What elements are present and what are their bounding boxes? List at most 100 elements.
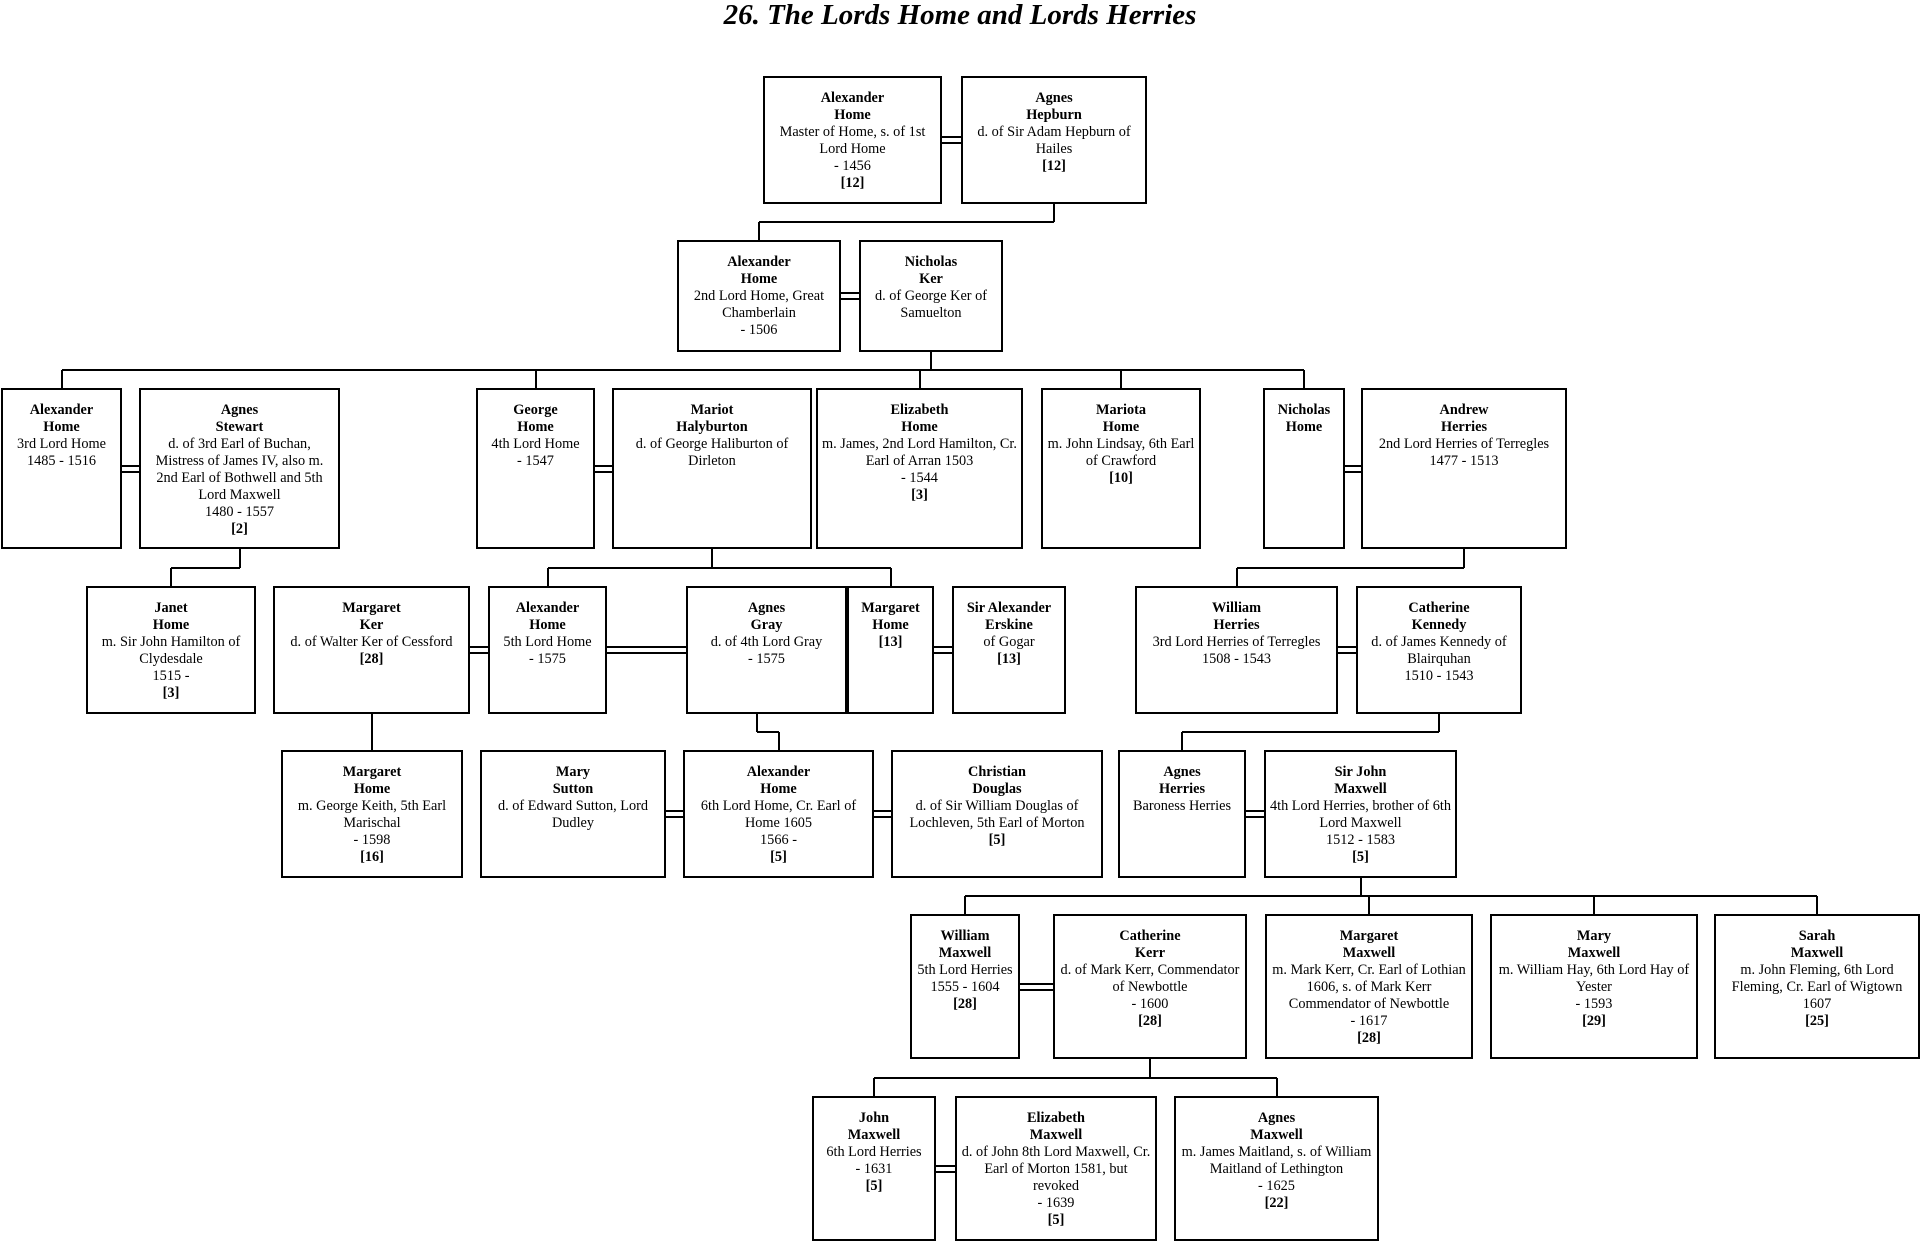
- person-given-name: Agnes: [1035, 90, 1073, 106]
- person-surname: Erskine: [985, 617, 1033, 633]
- person-dates: 1555 - 1604: [930, 979, 1000, 995]
- person-description: 4th Lord Herries, brother of 6th Lord Ma…: [1269, 798, 1452, 831]
- person-given-name: Agnes: [747, 600, 786, 616]
- person-description: d. of 4th Lord Gray: [710, 634, 823, 650]
- person-dates: 1607: [1802, 996, 1832, 1012]
- person-given-name: John: [858, 1110, 890, 1126]
- person-chart-ref: [3]: [911, 487, 928, 503]
- person-given-name: Sarah: [1798, 928, 1836, 944]
- person-description: d. of Sir William Douglas of Lochleven, …: [909, 798, 1085, 831]
- person-given-name: Alexander: [29, 402, 94, 418]
- person-surname: Ker: [359, 617, 384, 633]
- person-dates: 1512 - 1583: [1325, 832, 1396, 848]
- person-description: of Gogar: [983, 634, 1035, 650]
- person-surname: Maxwell: [1250, 1127, 1303, 1143]
- person-surname: Halyburton: [676, 419, 748, 435]
- person-surname: Maxwell: [1567, 945, 1621, 961]
- person-description: m. Sir John Hamilton of Clydesdale: [101, 634, 241, 667]
- person-surname: Maxwell: [1342, 945, 1396, 961]
- person-given-name: Margaret: [861, 600, 920, 616]
- person-surname: Home: [872, 617, 909, 633]
- person-dates: 1510 - 1543: [1404, 668, 1474, 684]
- person-surname: Douglas: [972, 781, 1022, 797]
- person-chart-ref: [25]: [1805, 1013, 1829, 1029]
- person-surname: Home: [353, 781, 391, 797]
- person-dates: - 1625: [1258, 1178, 1295, 1194]
- person-description: d. of Mark Kerr, Commendator of Newbottl…: [1060, 962, 1240, 995]
- person-given-name: Sir Alexander: [966, 600, 1052, 616]
- person-dates: - 1575: [748, 651, 785, 667]
- person-chart-ref: [29]: [1582, 1013, 1606, 1029]
- person-given-name: Catherine: [1408, 600, 1470, 616]
- person-surname: Herries: [1213, 617, 1260, 633]
- person-surname: Home: [834, 107, 871, 123]
- person-given-name: George: [513, 402, 558, 418]
- person-chart-ref: [5]: [1352, 849, 1369, 865]
- person-description: 4th Lord Home: [491, 436, 580, 452]
- person-dates: - 1547: [517, 453, 554, 469]
- person-chart-ref: [10]: [1109, 470, 1133, 486]
- person-surname: Home: [901, 419, 938, 435]
- person-surname: Home: [1285, 419, 1323, 435]
- person-given-name: Alexander: [820, 90, 885, 106]
- person-dates: - 1544: [901, 470, 938, 486]
- person-given-name: William: [940, 928, 990, 944]
- person-description: d. of John 8th Lord Maxwell, Cr. Earl of…: [961, 1144, 1151, 1194]
- person-dates: - 1575: [529, 651, 566, 667]
- person-dates: 1485 - 1516: [26, 453, 97, 469]
- person-surname: Maxwell: [1334, 781, 1387, 797]
- person-dates: 1480 - 1557: [204, 504, 275, 520]
- person-description: 2nd Lord Herries of Terregles: [1378, 436, 1550, 452]
- person-surname: Sutton: [552, 781, 594, 797]
- person-given-name: Andrew: [1439, 402, 1489, 418]
- person-description: 3rd Lord Herries of Terregles: [1152, 634, 1321, 650]
- person-description: m. George Keith, 5th Earl Marischal: [297, 798, 447, 831]
- person-dates: 1508 - 1543: [1201, 651, 1272, 667]
- person-given-name: Agnes: [1257, 1110, 1296, 1126]
- person-given-name: Alexander: [746, 764, 811, 780]
- person-surname: Herries: [1158, 781, 1206, 797]
- person-description: Master of Home, s. of 1st Lord Home: [779, 124, 926, 157]
- person-surname: Herries: [1440, 419, 1488, 435]
- person-chart-ref: [22]: [1264, 1195, 1289, 1211]
- person-description: m. James, 2nd Lord Hamilton, Cr. Earl of…: [822, 436, 1017, 469]
- person-chart-ref: [13]: [878, 634, 903, 650]
- person-surname: Kennedy: [1411, 617, 1467, 633]
- person-given-name: Mariot: [690, 402, 734, 418]
- person-given-name: Christian: [968, 764, 1026, 780]
- person-given-name: Agnes: [1163, 764, 1201, 780]
- person-description: 3rd Lord Home: [17, 436, 106, 452]
- person-given-name: Alexander: [515, 600, 580, 616]
- person-surname: Home: [152, 617, 190, 633]
- person-given-name: Margaret: [342, 764, 402, 780]
- person-chart-ref: [5]: [1047, 1212, 1065, 1228]
- person-description: m. Mark Kerr, Cr. Earl of Lothian 1606, …: [1272, 962, 1466, 1012]
- person-description: 5th Lord Herries: [917, 962, 1013, 978]
- chart-title: 26. The Lords Home and Lords Herries: [723, 0, 1197, 31]
- person-surname: Home: [517, 419, 554, 435]
- person-description: d. of Sir Adam Hepburn of Hailes: [977, 124, 1131, 157]
- person-dates: - 1631: [855, 1161, 893, 1177]
- person-surname: Kerr: [1134, 945, 1166, 961]
